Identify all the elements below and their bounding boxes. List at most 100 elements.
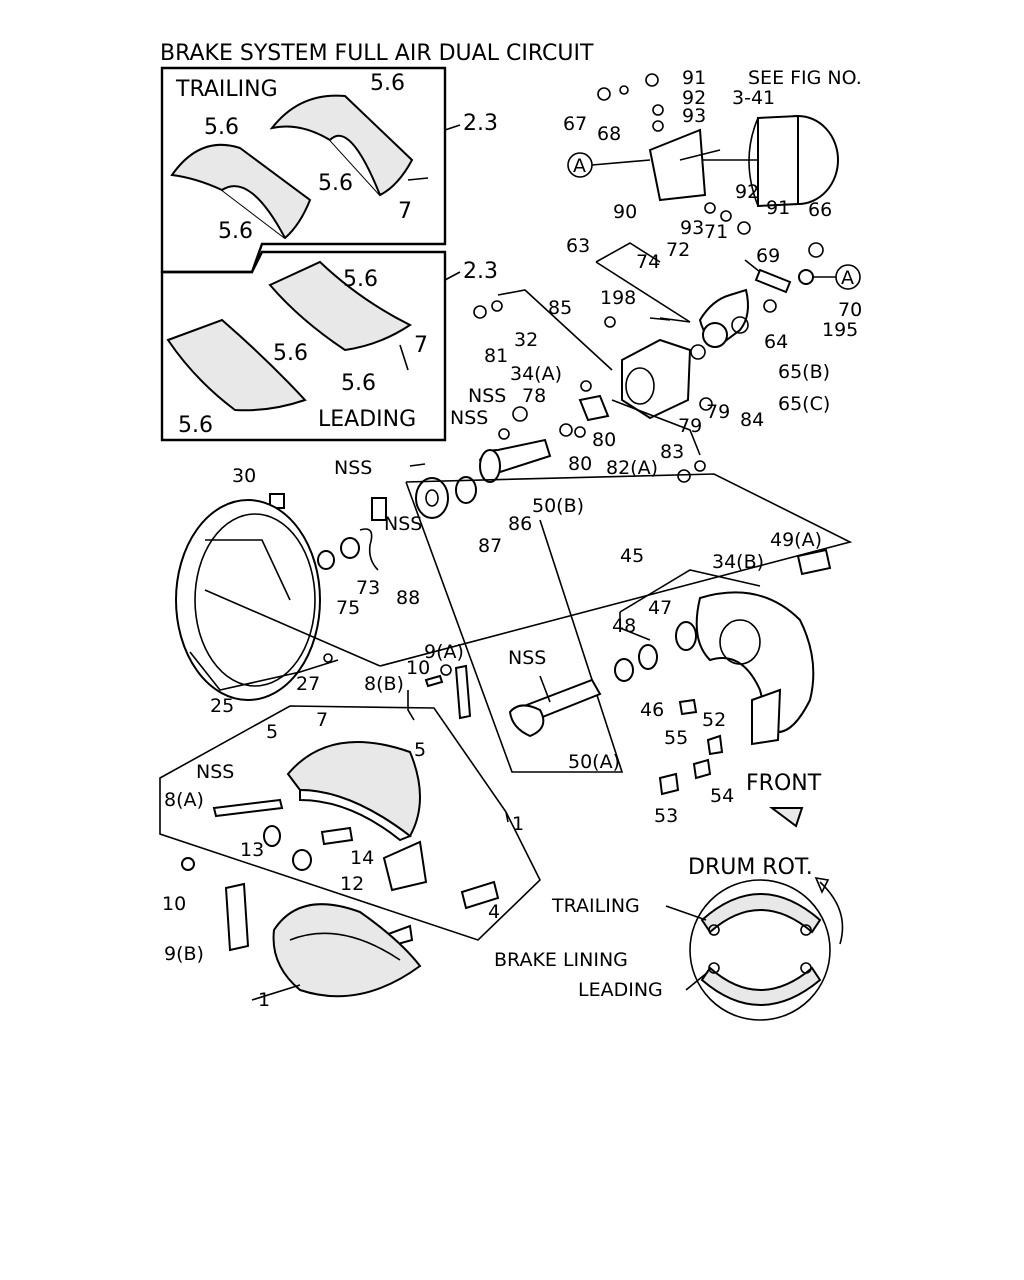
front-label: FRONT (746, 771, 822, 796)
part-label: 90 (613, 201, 637, 223)
part-label: 81 (484, 345, 508, 367)
part-label: 74 (636, 251, 660, 273)
bushing-49a (796, 548, 832, 576)
part-label: 78 (522, 385, 546, 407)
part-label: 63 (566, 235, 590, 257)
part-label: 10 (406, 657, 430, 679)
lining-pad (268, 260, 412, 352)
part-label: 65(C) (778, 393, 830, 415)
part-label: NSS (508, 647, 546, 669)
part-label: 8(B) (364, 673, 404, 695)
front-arrow-icon (769, 807, 804, 828)
part-label: 14 (350, 847, 374, 869)
part-label: NSS (450, 407, 488, 429)
part-label: 54 (710, 785, 734, 807)
part-label: 79 (706, 401, 730, 423)
part-label: 12 (340, 873, 364, 895)
legend-brake-lining-label: BRAKE LINING (494, 949, 628, 971)
part-label: 55 (664, 727, 688, 749)
legend-trailing-label: TRAILING (551, 895, 640, 917)
part-label: 73 (356, 577, 380, 599)
part-label: 7 (398, 199, 412, 224)
part-label: 75 (336, 597, 360, 619)
see-fig-line2: 3-41 (732, 87, 775, 109)
part-label: 13 (240, 839, 264, 861)
part-label: 82(A) (606, 457, 658, 479)
ref-marker-a: A (841, 267, 854, 289)
part-label: 10 (162, 893, 186, 915)
part-label: 27 (296, 673, 320, 695)
backing-plate: 25 27 (175, 499, 381, 717)
part-label: 5.6 (318, 171, 353, 196)
leading-lining-icon (700, 966, 822, 1006)
part-label: 70 (838, 299, 862, 321)
brake-chamber (648, 114, 839, 208)
part-label: 4 (488, 901, 500, 923)
part-label: 1 (258, 989, 270, 1011)
part-label: 83 (660, 441, 684, 463)
chamber-bracket (621, 338, 692, 420)
part-label: 1 (512, 813, 524, 835)
part-label: 30 (232, 465, 256, 487)
camshaft-50a: NSS 50(A) (508, 647, 620, 773)
part-label: 50(B) (532, 495, 584, 517)
part-label: 93 (680, 217, 704, 239)
part-label: NSS (196, 761, 234, 783)
part-label: 195 (822, 319, 858, 341)
part-label: 34(B) (712, 551, 764, 573)
part-label: 53 (654, 805, 678, 827)
trailing-box-label: TRAILING (175, 77, 278, 102)
part-label: NSS (334, 457, 372, 479)
diagram-title: BRAKE SYSTEM FULL AIR DUAL CIRCUIT (160, 41, 594, 66)
seal-86 (455, 476, 477, 504)
part-label: 7 (414, 333, 428, 358)
part-label: 65(B) (778, 361, 830, 383)
trailing-lining-icon (700, 893, 822, 934)
part-label: 80 (568, 453, 592, 475)
part-label: NSS (468, 385, 506, 407)
drum-rot-label: DRUM ROT. (688, 855, 813, 880)
ref-marker-a: A (573, 155, 586, 177)
part-label: 71 (704, 221, 728, 243)
part-label: 5.6 (273, 341, 308, 366)
part-label: 47 (648, 597, 672, 619)
part-label: 5 (266, 721, 278, 743)
part-label: 85 (548, 297, 572, 319)
part-label: 25 (210, 695, 234, 717)
part-label: 5.6 (370, 71, 405, 96)
dust-shield: 49(A) 45 34(B) 47 48 46 52 55 54 53 FRON… (612, 529, 832, 828)
part-label: 64 (764, 331, 788, 353)
leading-box-label: LEADING (318, 407, 416, 432)
part-label: 80 (592, 429, 616, 451)
part-label: 7 (316, 709, 328, 731)
part-label: 46 (640, 699, 664, 721)
part-label: 92 (682, 87, 706, 109)
part-label: 49(A) (770, 529, 822, 551)
part-label: 69 (756, 245, 780, 267)
legend-leading-label: LEADING (578, 979, 663, 1001)
part-label: 34(A) (510, 363, 562, 385)
lining-box-leading: LEADING (160, 250, 447, 442)
part-label: 5 (414, 739, 426, 761)
part-label: 93 (682, 105, 706, 127)
part-label: 5.6 (218, 219, 253, 244)
part-label: 72 (666, 239, 690, 261)
part-label: 91 (682, 67, 706, 89)
part-label: NSS (384, 513, 422, 535)
part-label: 50(A) (568, 751, 620, 773)
part-label: 79 (678, 415, 702, 437)
bushing-87 (415, 477, 449, 519)
part-label: 9(A) (424, 641, 464, 663)
lining-pad (166, 318, 307, 412)
part-label: 92 (735, 181, 759, 203)
bracket-90 (648, 128, 707, 202)
shoe-assembly (272, 903, 422, 998)
part-label: 8(A) (164, 789, 204, 811)
part-label: 48 (612, 615, 636, 637)
part-label: 87 (478, 535, 502, 557)
part-label: 67 (563, 113, 587, 135)
part-label: 84 (740, 409, 764, 431)
part-label: 68 (597, 123, 621, 145)
part-label: 2.3 (463, 111, 498, 136)
lining-box-trailing: TRAILING (160, 66, 447, 274)
